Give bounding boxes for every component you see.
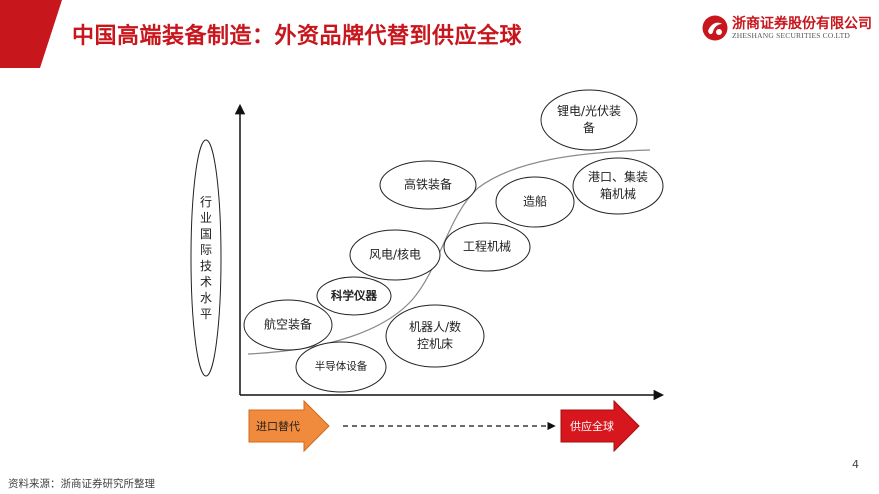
ellipse-jiqiren	[385, 304, 485, 368]
stage-right-label: 供应全球	[570, 420, 614, 433]
industry-fengdian: 风电/核电	[368, 247, 422, 262]
ellipse-fengdian	[349, 229, 441, 281]
y-axis-label-ellipse	[190, 139, 222, 377]
company-name-en: ZHESHANG SECURITIES CO.LTD	[732, 31, 851, 40]
ellipse-gongcheng	[443, 222, 531, 272]
industry-lidian: 锂电/光伏装备	[556, 104, 622, 135]
ellipse-lidian	[540, 89, 638, 151]
ellipse-gangkou	[572, 157, 664, 215]
development-curve	[247, 149, 651, 355]
import-substitution-arrow	[248, 399, 330, 453]
ellipse-zaochuan	[495, 176, 575, 228]
ellipse-bandaoti	[295, 341, 387, 393]
industry-zaochuan: 造船	[522, 194, 548, 209]
industry-gangkou: 港口、集装箱机械	[587, 170, 648, 201]
industry-gaotie: 高铁装备	[403, 177, 453, 192]
global-supply-arrow	[560, 399, 640, 453]
y-axis-label: 行业国际技术水平	[199, 195, 212, 321]
source-note: 资料来源：浙商证券研究所整理	[8, 478, 155, 490]
company-name-cn: 浙商证券股份有限公司	[732, 16, 872, 32]
header-accent-block	[0, 0, 40, 68]
industry-hangkong: 航空装备	[263, 317, 313, 332]
header-accent-slant	[40, 0, 62, 68]
company-logo: 浙商证券股份有限公司 ZHESHANG SECURITIES CO.LTD	[702, 12, 872, 44]
industry-kexue: 科学仪器	[331, 288, 377, 303]
page-title: 中国高端装备制造：外资品牌代替到供应全球	[72, 24, 523, 49]
industry-gongcheng: 工程机械	[462, 239, 512, 254]
page-number: 4	[852, 458, 859, 471]
stage-left-label: 进口替代	[256, 420, 300, 433]
ellipse-gaotie	[379, 160, 477, 210]
industry-bandaoti: 半导体设备	[314, 360, 368, 373]
industry-jiqiren: 机器人/数控机床	[408, 320, 462, 351]
zheshang-logo-icon	[702, 15, 728, 41]
ellipse-hangkong	[243, 299, 333, 351]
ellipse-kexue	[316, 276, 392, 316]
